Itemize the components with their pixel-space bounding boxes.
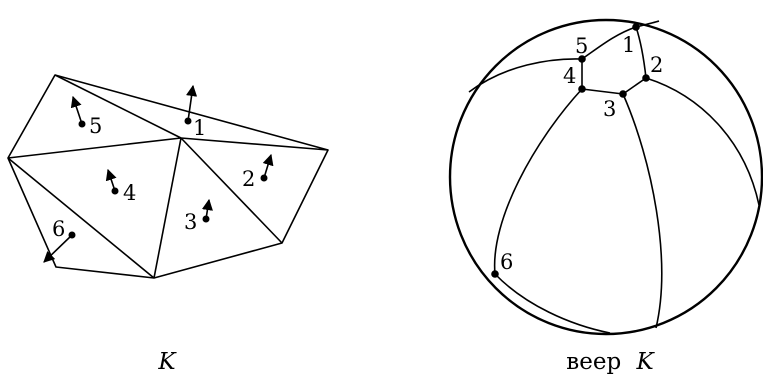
vertex-5 xyxy=(578,55,586,63)
face-label-6: 6 xyxy=(52,217,65,241)
normal-vector-1 xyxy=(184,84,198,125)
edge xyxy=(180,137,283,244)
edge xyxy=(7,157,155,279)
face-label-2: 2 xyxy=(242,167,255,191)
right-caption: веер K xyxy=(566,349,655,375)
normal-vector-4 xyxy=(105,168,119,195)
left-caption: K xyxy=(157,349,177,375)
sphere-outline xyxy=(448,18,763,336)
normal-vector-5 xyxy=(70,95,86,128)
arc xyxy=(494,273,611,334)
point-label-3: 3 xyxy=(603,97,616,121)
arc xyxy=(468,58,583,93)
vertex-4 xyxy=(578,85,586,93)
point-label-2: 2 xyxy=(650,53,663,77)
caption-var: K xyxy=(636,349,656,375)
face-label-5: 5 xyxy=(89,114,102,138)
arc xyxy=(622,77,647,95)
edge xyxy=(54,74,182,139)
caption-prefix: веер xyxy=(566,349,621,375)
face-label-4: 4 xyxy=(123,181,136,205)
edge xyxy=(7,137,182,159)
edge xyxy=(153,137,182,279)
complex-k: 1 2 3 4 5 6 K xyxy=(7,74,329,375)
vertex-2 xyxy=(642,74,650,82)
point-label-1: 1 xyxy=(622,33,635,57)
outline-polygon xyxy=(7,74,329,279)
arc xyxy=(622,93,663,329)
point-label-4: 4 xyxy=(563,64,576,88)
arc xyxy=(581,88,624,95)
face-label-3: 3 xyxy=(184,210,197,234)
vertex-6 xyxy=(491,270,499,278)
edge xyxy=(180,137,329,151)
vertex-3 xyxy=(619,90,627,98)
normal-vector-3 xyxy=(201,198,213,223)
point-label-5: 5 xyxy=(575,34,588,58)
vertex-1 xyxy=(632,23,640,31)
face-label-1: 1 xyxy=(193,116,206,140)
fan-sphere: 1 2 3 4 5 6 веер K xyxy=(448,18,763,375)
arc xyxy=(635,26,647,79)
arc xyxy=(493,88,583,275)
arc xyxy=(645,77,760,206)
normal-vector-6 xyxy=(43,231,76,263)
arc xyxy=(581,26,637,60)
normal-vector-2 xyxy=(260,153,274,182)
point-label-6: 6 xyxy=(500,250,513,274)
